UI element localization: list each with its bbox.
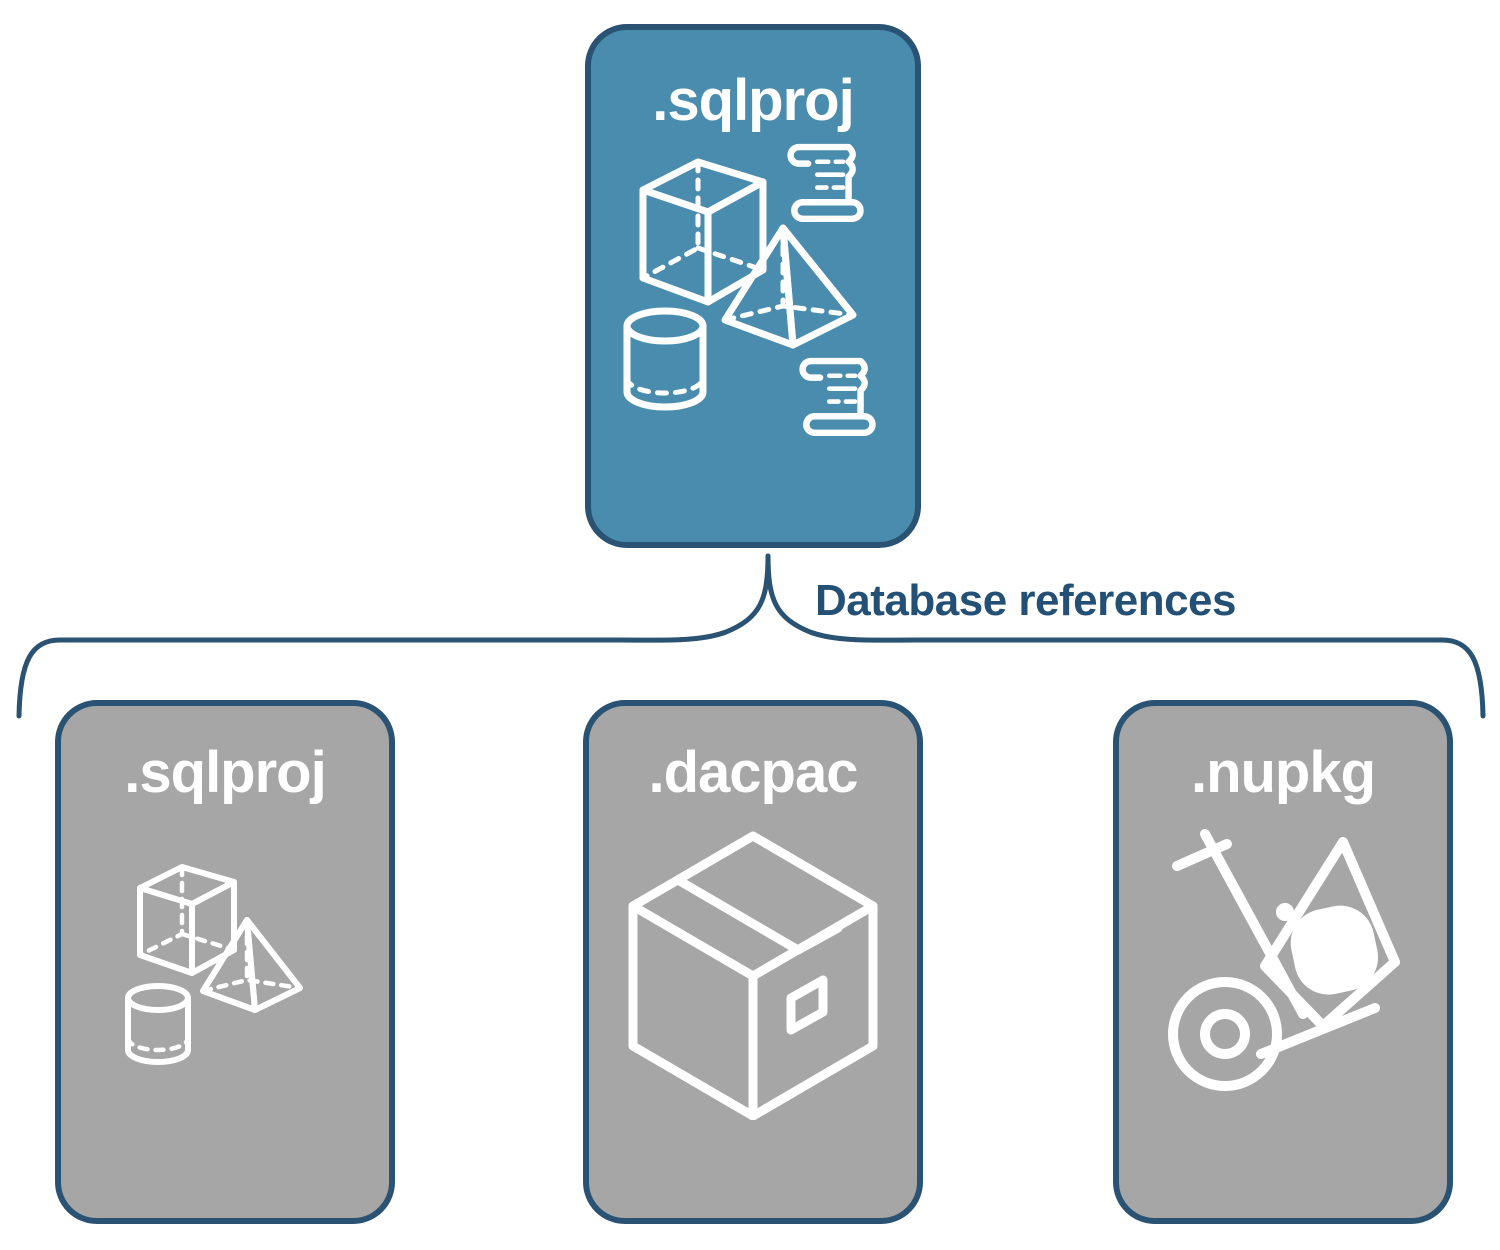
pyramid-icon: [200, 917, 303, 1013]
node-child-nupkg[interactable]: .nupkg: [1113, 700, 1453, 1224]
scroll-icon: [799, 357, 876, 437]
connector-label: Database references: [815, 576, 1236, 625]
parent-icon-group: [623, 143, 876, 437]
child-artwork: [61, 802, 389, 1218]
node-child-dacpac[interactable]: .dacpac: [583, 700, 923, 1224]
node-title: .sqlproj: [124, 740, 326, 805]
child-icon-group: [628, 831, 878, 1120]
scroll-icon: [787, 143, 864, 223]
node-title: .nupkg: [1190, 740, 1376, 805]
child-artwork: [589, 802, 917, 1218]
child-icon-group: [1168, 829, 1400, 1091]
cube-icon: [137, 864, 237, 976]
pyramid-icon: [721, 224, 857, 349]
package-box-icon: [628, 831, 878, 1120]
node-title: .sqlproj: [652, 68, 854, 133]
node-parent-sqlproj[interactable]: .sqlproj: [585, 24, 921, 548]
parent-artwork: [591, 130, 915, 542]
node-title: .dacpac: [648, 740, 859, 805]
nuget-glyph: [1276, 903, 1378, 995]
child-icon-group: [125, 864, 303, 1065]
cylinder-icon: [623, 307, 707, 411]
child-artwork: [1119, 802, 1447, 1218]
node-child-sqlproj[interactable]: .sqlproj: [55, 700, 395, 1224]
hand-truck-nuget-icon: [1168, 829, 1400, 1091]
cylinder-icon: [125, 983, 191, 1065]
cube-icon: [639, 158, 767, 306]
